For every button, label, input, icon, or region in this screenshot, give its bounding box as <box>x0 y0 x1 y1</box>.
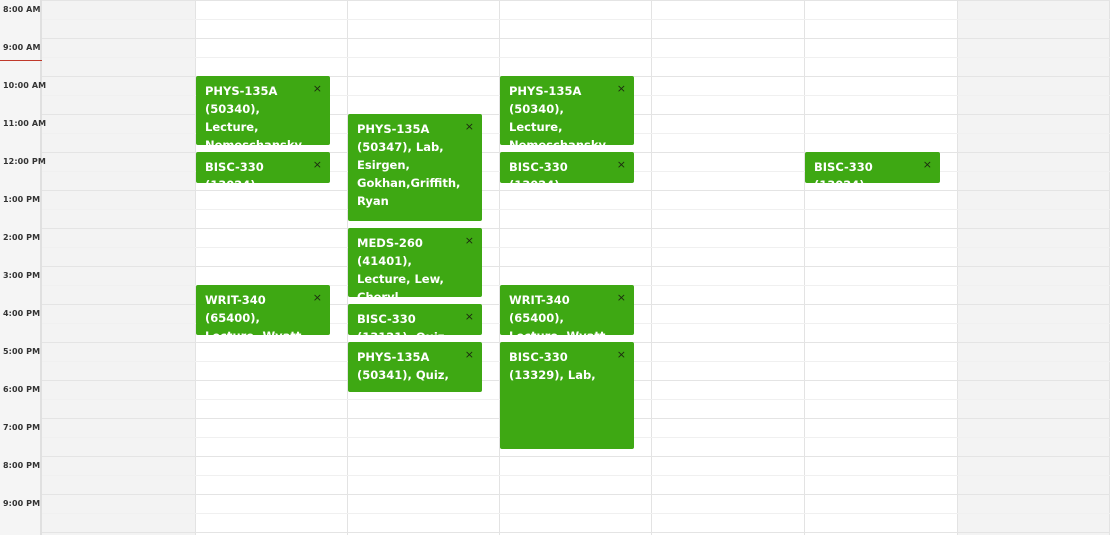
hour-line <box>42 0 1110 1</box>
event-label: BISC-330 (13121), Quiz, <box>357 312 449 335</box>
time-label: 8:00 PM <box>3 461 41 470</box>
half-hour-line <box>42 209 1110 210</box>
day-column-wednesday[interactable] <box>500 0 652 535</box>
half-hour-line <box>42 475 1110 476</box>
event-label: BISC-330 (13024), Lecture, Chen <box>814 160 873 183</box>
time-label: 8:00 AM <box>3 5 41 14</box>
event-block[interactable]: WRIT-340 (65400), Lecture, Wyatt, Willia… <box>196 285 330 335</box>
event-label: PHYS-135A (50341), Quiz, <box>357 350 449 382</box>
event-label: PHYS-135A (50340), Lecture, Nemeschansky… <box>509 84 610 145</box>
time-label: 3:00 PM <box>3 271 41 280</box>
event-label: BISC-330 (13024), Lecture, Chen <box>509 160 568 183</box>
day-column-friday[interactable] <box>805 0 958 535</box>
event-label: PHYS-135A (50347), Lab, Esirgen, Gokhan,… <box>357 122 461 208</box>
event-block[interactable]: PHYS-135A (50340), Lecture, Nemeschansky… <box>196 76 330 145</box>
hour-line <box>42 266 1110 267</box>
event-block[interactable]: PHYS-135A (50341), Quiz, × <box>348 342 482 392</box>
current-time-indicator <box>0 60 42 61</box>
time-label: 12:00 PM <box>3 157 46 166</box>
close-icon[interactable]: × <box>312 291 322 304</box>
event-block[interactable]: BISC-330 (13121), Quiz, × <box>348 304 482 335</box>
time-label: 9:00 AM <box>3 43 41 52</box>
day-column-sunday[interactable] <box>42 0 196 535</box>
hour-line <box>42 190 1110 191</box>
hour-line <box>42 456 1110 457</box>
event-block[interactable]: PHYS-135A (50340), Lecture, Nemeschansky… <box>500 76 634 145</box>
day-column-tuesday[interactable] <box>348 0 500 535</box>
time-label: 7:00 PM <box>3 423 41 432</box>
close-icon[interactable]: × <box>616 158 626 171</box>
event-block[interactable]: BISC-330 (13024), Lecture, Chen × <box>500 152 634 183</box>
time-label: 4:00 PM <box>3 309 41 318</box>
event-block[interactable]: PHYS-135A (50347), Lab, Esirgen, Gokhan,… <box>348 114 482 221</box>
time-label: 9:00 PM <box>3 499 41 508</box>
half-hour-line <box>42 19 1110 20</box>
close-icon[interactable]: × <box>616 348 626 361</box>
close-icon[interactable]: × <box>464 234 474 247</box>
event-label: BISC-330 (13024), Lecture, Chen <box>205 160 264 183</box>
time-gutter: 8:00 AM 9:00 AM 10:00 AM 11:00 AM 12:00 … <box>0 0 46 535</box>
half-hour-line <box>42 513 1110 514</box>
time-label: 1:00 PM <box>3 195 41 204</box>
close-icon[interactable]: × <box>616 291 626 304</box>
hour-line <box>42 228 1110 229</box>
half-hour-line <box>42 57 1110 58</box>
time-label: 10:00 AM <box>3 81 47 90</box>
close-icon[interactable]: × <box>464 348 474 361</box>
time-label: 11:00 AM <box>3 119 47 128</box>
event-block[interactable]: BISC-330 (13024), Lecture, Chen × <box>196 152 330 183</box>
close-icon[interactable]: × <box>312 82 322 95</box>
day-column-monday[interactable] <box>196 0 348 535</box>
half-hour-line <box>42 247 1110 248</box>
close-icon[interactable]: × <box>464 120 474 133</box>
event-label: MEDS-260 (41401), Lecture, Lew, Cheryl <box>357 236 444 297</box>
hour-line <box>42 494 1110 495</box>
close-icon[interactable]: × <box>312 158 322 171</box>
event-label: WRIT-340 (65400), Lecture, Wyatt, Willia… <box>205 293 306 335</box>
day-column-saturday[interactable] <box>958 0 1110 535</box>
time-label: 2:00 PM <box>3 233 41 242</box>
event-label: BISC-330 (13329), Lab, <box>509 350 596 382</box>
hour-line <box>42 532 1110 533</box>
time-label: 5:00 PM <box>3 347 41 356</box>
hour-line <box>42 38 1110 39</box>
event-block[interactable]: BISC-330 (13024), Lecture, Chen × <box>805 152 940 183</box>
event-label: WRIT-340 (65400), Lecture, Wyatt, Willia… <box>509 293 610 335</box>
day-column-thursday[interactable] <box>652 0 805 535</box>
event-block[interactable]: MEDS-260 (41401), Lecture, Lew, Cheryl × <box>348 228 482 297</box>
close-icon[interactable]: × <box>922 158 932 171</box>
event-label: PHYS-135A (50340), Lecture, Nemeschansky… <box>205 84 306 145</box>
event-block[interactable]: BISC-330 (13329), Lab, × <box>500 342 634 449</box>
close-icon[interactable]: × <box>616 82 626 95</box>
close-icon[interactable]: × <box>464 310 474 323</box>
event-block[interactable]: WRIT-340 (65400), Lecture, Wyatt, Willia… <box>500 285 634 335</box>
time-label: 6:00 PM <box>3 385 41 394</box>
